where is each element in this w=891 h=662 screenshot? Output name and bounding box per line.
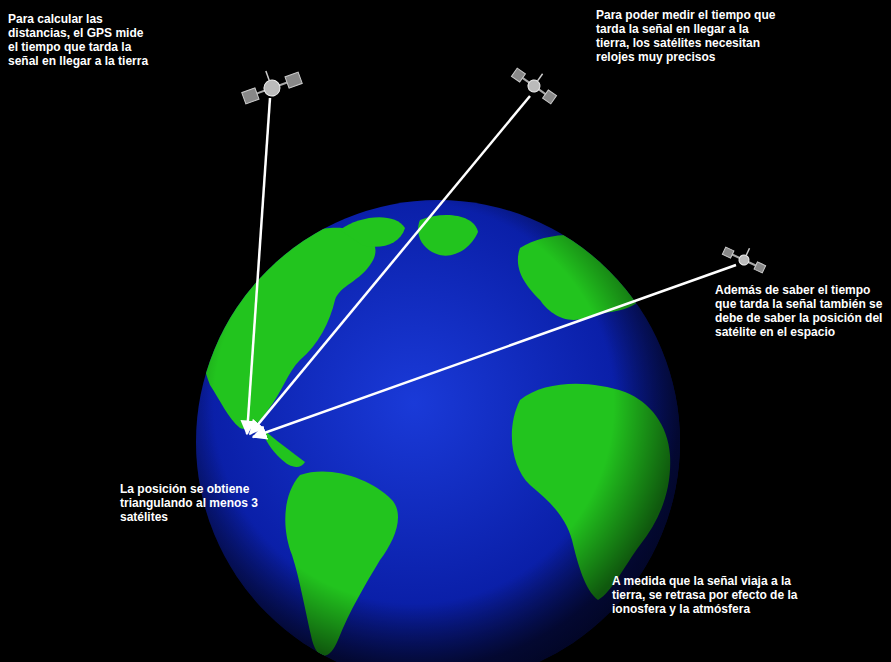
- callout-note: A medida que la señal viaja a la tierra,…: [612, 574, 812, 616]
- signal-lines: [247, 96, 736, 437]
- callout-note: Además de saber el tiempo que tarda la s…: [715, 283, 887, 339]
- callout-note: Para poder medir el tiempo que tarda la …: [596, 8, 776, 64]
- satellite: [238, 61, 303, 106]
- satellite: [722, 239, 769, 274]
- satellite: [511, 60, 562, 105]
- callout-note: La posición se obtiene triangulando al m…: [120, 482, 300, 524]
- callout-note: Para calcular las distancias, el GPS mid…: [8, 12, 150, 68]
